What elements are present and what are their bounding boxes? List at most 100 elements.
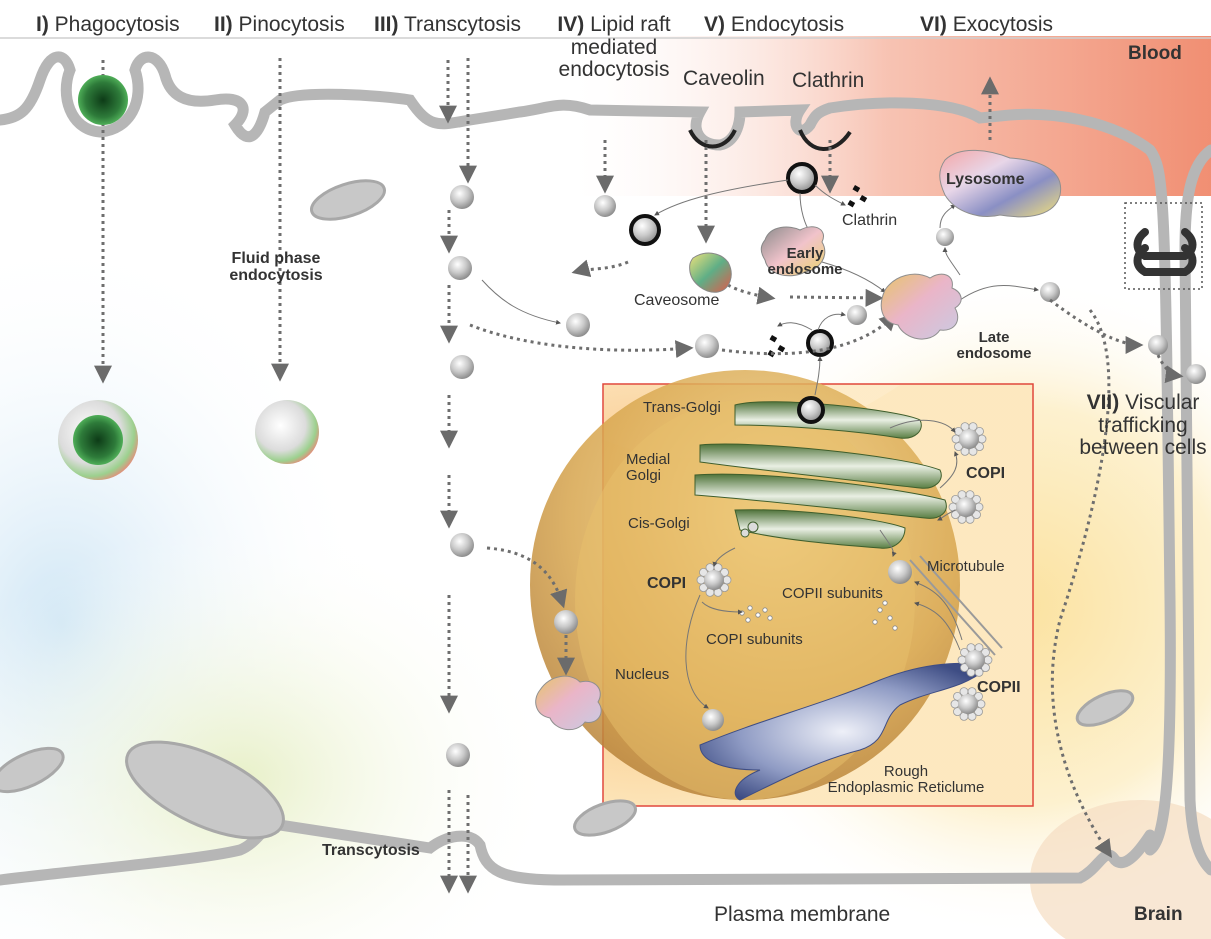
label-copii-subunits: COPII subunits xyxy=(782,585,883,602)
clathrin-coated-vesicle xyxy=(797,396,825,424)
rough-er xyxy=(699,663,986,801)
pathway-arrow-thin xyxy=(817,311,846,331)
label-copi-subunits: COPI subunits xyxy=(706,631,803,648)
pathway-arrow-thin xyxy=(959,285,1039,301)
clathrin-fragment xyxy=(847,200,856,208)
vesicle xyxy=(695,334,719,358)
pathway-arrow xyxy=(469,323,694,359)
coat-subunit xyxy=(762,607,768,613)
pathway-arrow xyxy=(1156,354,1184,384)
phagosome xyxy=(58,400,138,480)
plasma-membrane-label: Plasma membrane xyxy=(714,903,891,926)
coat-subunit xyxy=(767,615,773,621)
region-blood: Blood xyxy=(1128,43,1182,64)
clathrin-fragment xyxy=(859,195,868,203)
coat-subunit xyxy=(872,619,878,625)
pathway-arrow-thin xyxy=(481,279,561,325)
coat-subunit xyxy=(892,625,898,631)
pathway-arrow-thin xyxy=(814,356,823,396)
label-caveolin: Caveolin xyxy=(683,67,765,90)
label-late-endosome: Late endosome xyxy=(956,329,1032,363)
label-copi-right: COPI xyxy=(966,465,1006,482)
label-lysosome: Lysosome xyxy=(946,171,1025,188)
golgi-apparatus xyxy=(694,401,947,549)
pathway-arrow-thin xyxy=(939,451,959,489)
cop-coated-vesicle xyxy=(948,490,984,524)
brain-region xyxy=(1030,800,1211,939)
label-rough-er: Rough Endoplasmic Reticlume xyxy=(827,763,985,797)
pathway-arrow-thin xyxy=(777,321,813,331)
pathway-arrow-thin xyxy=(942,247,961,276)
vesicle xyxy=(1148,335,1168,355)
pathway-arrow xyxy=(789,288,884,307)
pathway-arrow-thin xyxy=(654,179,789,216)
pathway-arrow-thin xyxy=(712,547,736,567)
coat-subunit xyxy=(882,600,888,606)
label-nucleus: Nucleus xyxy=(615,666,670,683)
pathway-arrow-thin xyxy=(937,509,956,521)
header-vesicular-trafficking: VII) Viscular trafficking between cells xyxy=(1079,391,1207,460)
label-fluid-phase-endocytosis: Fluid phase endocytosis xyxy=(229,250,323,285)
clathrin-fragment xyxy=(852,184,861,193)
microtubule xyxy=(909,555,1003,656)
pathway-arrow xyxy=(571,259,629,277)
pathway-arrow xyxy=(1050,309,1112,858)
pathway-arrow xyxy=(1049,298,1144,354)
region-brain: Brain xyxy=(1134,904,1183,925)
pathway-arrow-thin xyxy=(685,594,709,709)
label-caveosome: Caveosome xyxy=(634,292,720,309)
clathrin-fragment xyxy=(777,345,786,353)
cop-coated-vesicle xyxy=(957,643,993,677)
early-endosome xyxy=(760,226,826,277)
vesicle xyxy=(446,743,470,767)
vesicle xyxy=(888,560,912,584)
vesicle xyxy=(566,313,590,337)
label-copi-left: COPI xyxy=(647,575,687,592)
label-microtubule: Microtubule xyxy=(927,558,1005,575)
pathway-arrow-thin xyxy=(914,581,963,641)
pathway-arrow-thin xyxy=(939,204,956,229)
vesicle xyxy=(936,228,954,246)
tight-junction-box xyxy=(1124,202,1203,290)
endosome-lower xyxy=(535,675,602,731)
coat-subunit xyxy=(747,605,753,611)
pathway-arrow xyxy=(727,283,776,305)
vesicle xyxy=(450,355,474,379)
lysosome xyxy=(939,149,1062,218)
vesicle xyxy=(554,610,578,634)
cop-coated-vesicle xyxy=(951,422,987,456)
label-copii: COPII xyxy=(977,679,1021,696)
vesicle xyxy=(450,533,474,557)
caveosome xyxy=(689,252,732,293)
vesicle xyxy=(1040,282,1060,302)
vesicle xyxy=(702,709,724,731)
tight-junction-icon xyxy=(1133,228,1197,276)
header-lipid-raft: IV) Lipid raft mediated endocytosis xyxy=(557,13,671,82)
pathway-arrow-thin xyxy=(879,529,897,557)
virus-engulfed xyxy=(78,75,128,125)
vesicle xyxy=(1186,364,1206,384)
header-phagocytosis: I) Phagocytosis xyxy=(36,13,180,36)
pathway-arrow xyxy=(486,546,568,609)
pathway-arrow-thin xyxy=(889,419,956,433)
label-medial-golgi: Medial Golgi xyxy=(626,451,671,485)
cop-coated-vesicle xyxy=(950,687,986,721)
label-clathrin-top: Clathrin xyxy=(792,69,865,92)
caveolin-coat xyxy=(688,129,737,149)
coat-subunit xyxy=(877,607,883,613)
coat-subunit xyxy=(745,617,751,623)
label-cis-golgi: Cis-Golgi xyxy=(628,515,690,532)
coat-subunit xyxy=(739,610,745,616)
label-clathrin-fragments: Clathrin xyxy=(842,212,898,229)
late-endosome xyxy=(880,273,962,340)
pathway-arrow-thin xyxy=(821,261,886,293)
pathway-arrow-thin xyxy=(701,601,743,615)
label-trans-golgi: Trans-Golgi xyxy=(643,399,721,416)
vesicle xyxy=(448,256,472,280)
clathrin-coated-vesicle xyxy=(786,162,818,194)
label-early-endosome: Early endosome xyxy=(767,245,843,279)
cop-coated-vesicle xyxy=(696,563,732,597)
header-endocytosis: V) Endocytosis xyxy=(704,13,845,36)
clathrin-coated-vesicle xyxy=(806,329,834,357)
